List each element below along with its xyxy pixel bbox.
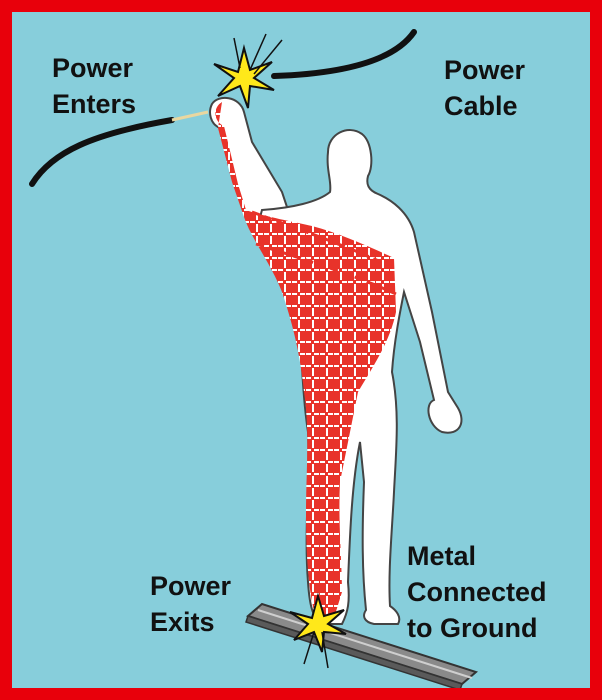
metal-ground-line-3: to Ground (407, 610, 547, 646)
power-cable-line-1: Power (444, 52, 525, 88)
power-cable-line-2: Cable (444, 88, 525, 124)
power-exits-label: Power Exits (150, 568, 231, 640)
power-enters-line-2: Enters (52, 86, 136, 122)
power-cable-left (32, 120, 172, 184)
metal-ground-label: Metal Connected to Ground (407, 538, 547, 646)
metal-ground-line-1: Metal (407, 538, 547, 574)
metal-ground-line-2: Connected (407, 574, 547, 610)
power-enters-label: Power Enters (52, 50, 136, 122)
diagram-panel: Power Enters Power Cable Power Exits Met… (12, 12, 590, 688)
power-exits-line-2: Exits (150, 604, 231, 640)
power-exits-line-1: Power (150, 568, 231, 604)
power-enters-line-1: Power (52, 50, 136, 86)
power-cable-right (274, 32, 414, 76)
power-cable-label: Power Cable (444, 52, 525, 124)
power-cable-left-tip (172, 112, 208, 120)
